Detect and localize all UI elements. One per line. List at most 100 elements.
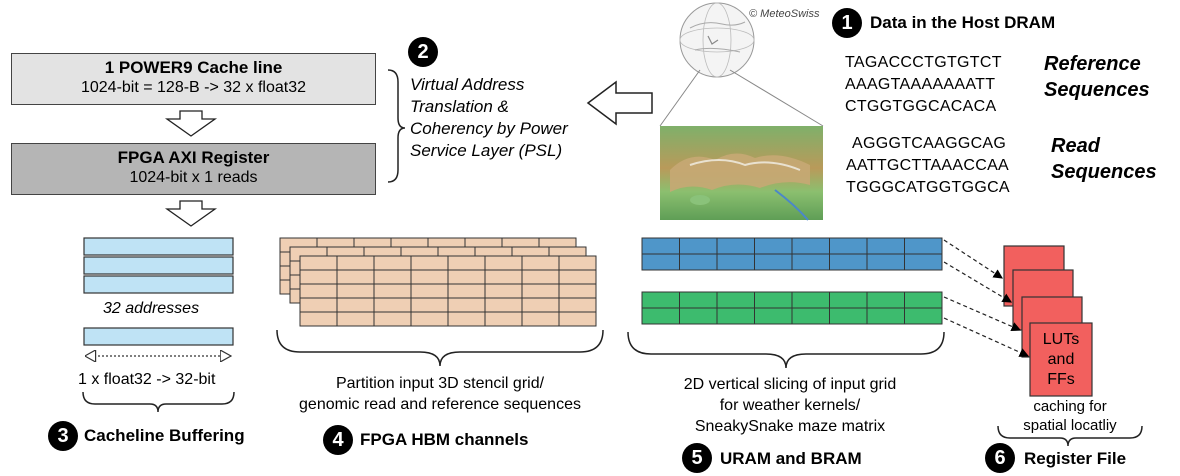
uram-cell xyxy=(679,237,718,255)
bram-cell xyxy=(641,307,680,325)
hbm-cell xyxy=(410,269,449,285)
step2-line: Coherency by Power xyxy=(410,119,568,138)
float-width-label: 1 x float32 -> 32-bit xyxy=(78,371,216,388)
step2-number-badge: 2 xyxy=(408,37,438,67)
hbm-cell xyxy=(410,255,449,271)
buffer-row xyxy=(83,275,234,294)
uram-cell xyxy=(716,237,755,255)
buffer-single-row xyxy=(83,327,234,346)
cacheline-title: 1 POWER9 Cache line xyxy=(104,58,283,77)
uram-cell xyxy=(904,253,943,271)
uram-cell xyxy=(791,253,830,271)
step5-label: URAM and BRAM xyxy=(720,449,862,468)
reference-sequence: AAAGTAAAAAAATT xyxy=(845,76,996,93)
bram-cell xyxy=(866,307,905,325)
hbm-cell xyxy=(484,297,523,313)
bram-cell xyxy=(754,307,793,325)
hbm-cell xyxy=(447,269,486,285)
step6-caption: caching for spatial locatliy xyxy=(1000,397,1140,435)
step3-number-badge: 3 xyxy=(48,421,78,451)
uram-cell xyxy=(754,237,793,255)
hbm-cell xyxy=(447,311,486,327)
buffer-row xyxy=(83,256,234,275)
register-block-line: LUTs xyxy=(1042,331,1080,348)
step4-label: FPGA HBM channels xyxy=(360,430,529,449)
uram-cell xyxy=(866,253,905,271)
bram-cell xyxy=(829,291,868,309)
bram-cell xyxy=(716,307,755,325)
down-arrow-2 xyxy=(164,200,218,227)
step4-brace xyxy=(276,329,604,367)
step4-caption-line: genomic read and reference sequences xyxy=(299,396,581,413)
read-sequences: AGGGTCAAGGCAG AATTGCTTAAACCAA TGGGCATGGT… xyxy=(846,133,1010,199)
reference-sequences: TAGACCCTGTGTCT AAAGTAAAAAAATT CTGGTGGCAC… xyxy=(845,52,1002,118)
alps-map-image xyxy=(660,126,823,221)
axi-subtitle: 1024-bit x 1 reads xyxy=(129,169,258,186)
reference-sequence: TAGACCCTGTGTCT xyxy=(845,54,1002,71)
hbm-cell xyxy=(447,297,486,313)
step5-number-badge: 5 xyxy=(682,443,712,473)
hbm-cell xyxy=(336,269,375,285)
hbm-cell xyxy=(558,283,597,299)
hbm-cell xyxy=(373,297,412,313)
hbm-cell xyxy=(336,311,375,327)
uram-cell xyxy=(904,237,943,255)
hbm-cell xyxy=(336,297,375,313)
step5-caption-line: for weather kernels/ xyxy=(719,397,861,414)
reference-label: Reference Sequences xyxy=(1044,51,1150,103)
uram-grid xyxy=(641,237,943,271)
copyright-text: © MeteoSwiss xyxy=(749,8,820,20)
step5-caption: 2D vertical slicing of input grid for we… xyxy=(630,374,950,437)
bram-cell xyxy=(904,307,943,325)
uram-cell xyxy=(641,253,680,271)
read-sequence: AGGGTCAAGGCAG xyxy=(852,135,1007,152)
hbm-cell xyxy=(373,283,412,299)
read-label-line: Read xyxy=(1051,135,1100,157)
step5-caption-line: SneakySnake maze matrix xyxy=(694,418,886,435)
hbm-cell xyxy=(484,255,523,271)
hbm-cell xyxy=(299,283,338,299)
bram-cell xyxy=(866,291,905,309)
hbm-cell xyxy=(299,255,338,271)
step5-brace xyxy=(627,331,945,369)
uram-cell xyxy=(641,237,680,255)
hbm-cell xyxy=(521,269,560,285)
buffer-row xyxy=(83,237,234,256)
bram-cell xyxy=(679,291,718,309)
bram-cell xyxy=(791,291,830,309)
register-block-front xyxy=(1029,322,1093,397)
step5-caption-line: 2D vertical slicing of input grid xyxy=(683,376,897,393)
hbm-cell xyxy=(373,311,412,327)
hbm-cell xyxy=(410,311,449,327)
globe-icon xyxy=(679,2,755,78)
cacheline-subtitle: 1024-bit = 128-B -> 32 x float32 xyxy=(80,79,307,96)
step1-number-badge: 1 xyxy=(832,8,862,38)
uram-cell xyxy=(791,237,830,255)
step6-caption-line: caching for xyxy=(1033,398,1107,415)
step6-caption-line: spatial locatliy xyxy=(1023,417,1117,434)
step2-line: Service Layer (PSL) xyxy=(410,141,563,160)
register-block-line: and xyxy=(1047,351,1075,368)
register-block-label: LUTs and FFs xyxy=(1030,330,1092,390)
reference-label-line: Reference xyxy=(1044,53,1141,75)
step6-number-badge: 6 xyxy=(985,443,1015,473)
uram-cell xyxy=(866,237,905,255)
bram-cell xyxy=(754,291,793,309)
step2-line: Translation & xyxy=(410,97,509,116)
uram-cell xyxy=(679,253,718,271)
step3-label: Cacheline Buffering xyxy=(84,426,245,445)
hbm-cell xyxy=(558,269,597,285)
bram-cell xyxy=(829,307,868,325)
hbm-cell xyxy=(299,269,338,285)
hbm-cell xyxy=(336,255,375,271)
step6-label: Register File xyxy=(1024,449,1127,468)
hbm-cell xyxy=(521,311,560,327)
uram-cell xyxy=(829,253,868,271)
hbm-cell xyxy=(558,311,597,327)
step2-bracket xyxy=(387,69,406,183)
hbm-cell xyxy=(447,283,486,299)
bram-cell xyxy=(716,291,755,309)
hbm-cell xyxy=(410,297,449,313)
hbm-cell xyxy=(299,297,338,313)
hbm-cell xyxy=(410,283,449,299)
